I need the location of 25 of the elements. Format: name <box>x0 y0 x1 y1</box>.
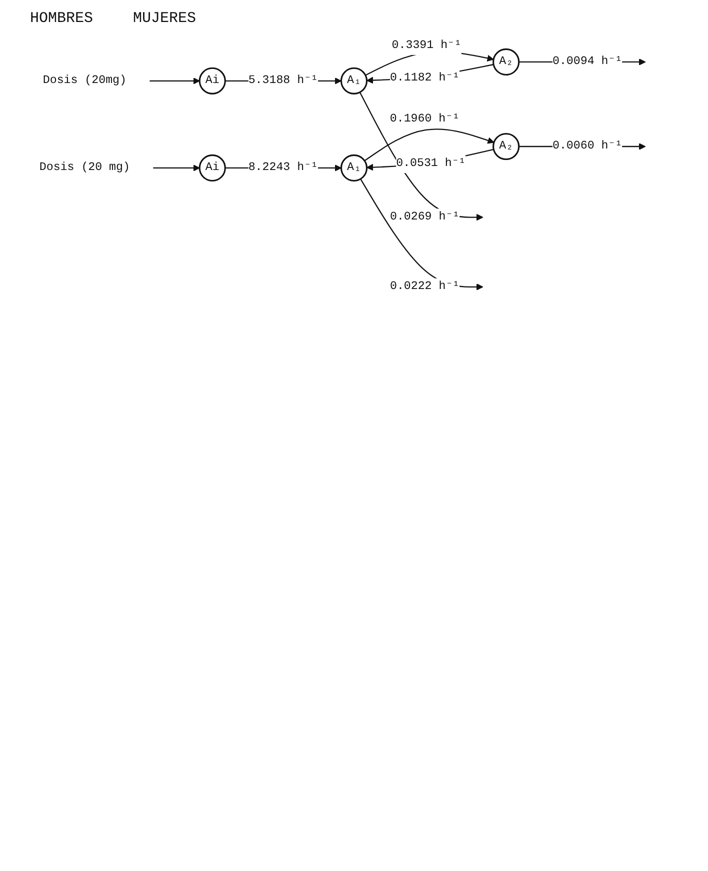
edge-label: 5.3188 h⁻¹ <box>248 74 318 87</box>
edge-label: 0.0269 h⁻¹ <box>390 210 460 224</box>
node-circle: Ai <box>198 67 226 94</box>
edge-label: 0.0531 h⁻¹ <box>396 156 466 170</box>
node-circle: A₂ <box>492 48 520 76</box>
edge-label: 0.0222 h⁻¹ <box>390 280 460 293</box>
arrow <box>359 92 484 221</box>
node-text: Dosis (20 mg) <box>39 160 130 174</box>
section-heading: HOMBRES <box>30 10 94 27</box>
node-text: Dosis (20mg) <box>42 74 126 87</box>
node-circle: A₁ <box>340 154 368 182</box>
edge-label: 0.0094 h⁻¹ <box>552 54 622 68</box>
arrow <box>150 78 200 84</box>
edge-label: 8.2243 h⁻¹ <box>248 160 318 174</box>
arrow <box>360 178 484 290</box>
node-circle: A₁ <box>340 67 368 94</box>
edge-label: 0.1960 h⁻¹ <box>390 112 460 126</box>
edge-label: 0.0060 h⁻¹ <box>552 139 622 152</box>
edge-label: 0.1182 h⁻¹ <box>390 71 460 84</box>
node-circle: Ai <box>198 154 226 182</box>
arrow <box>364 128 494 162</box>
node-circle: A₂ <box>492 132 520 160</box>
section-heading: MUJERES <box>133 10 196 27</box>
edge-label: 0.3391 h⁻¹ <box>392 38 462 52</box>
arrow <box>153 164 200 172</box>
